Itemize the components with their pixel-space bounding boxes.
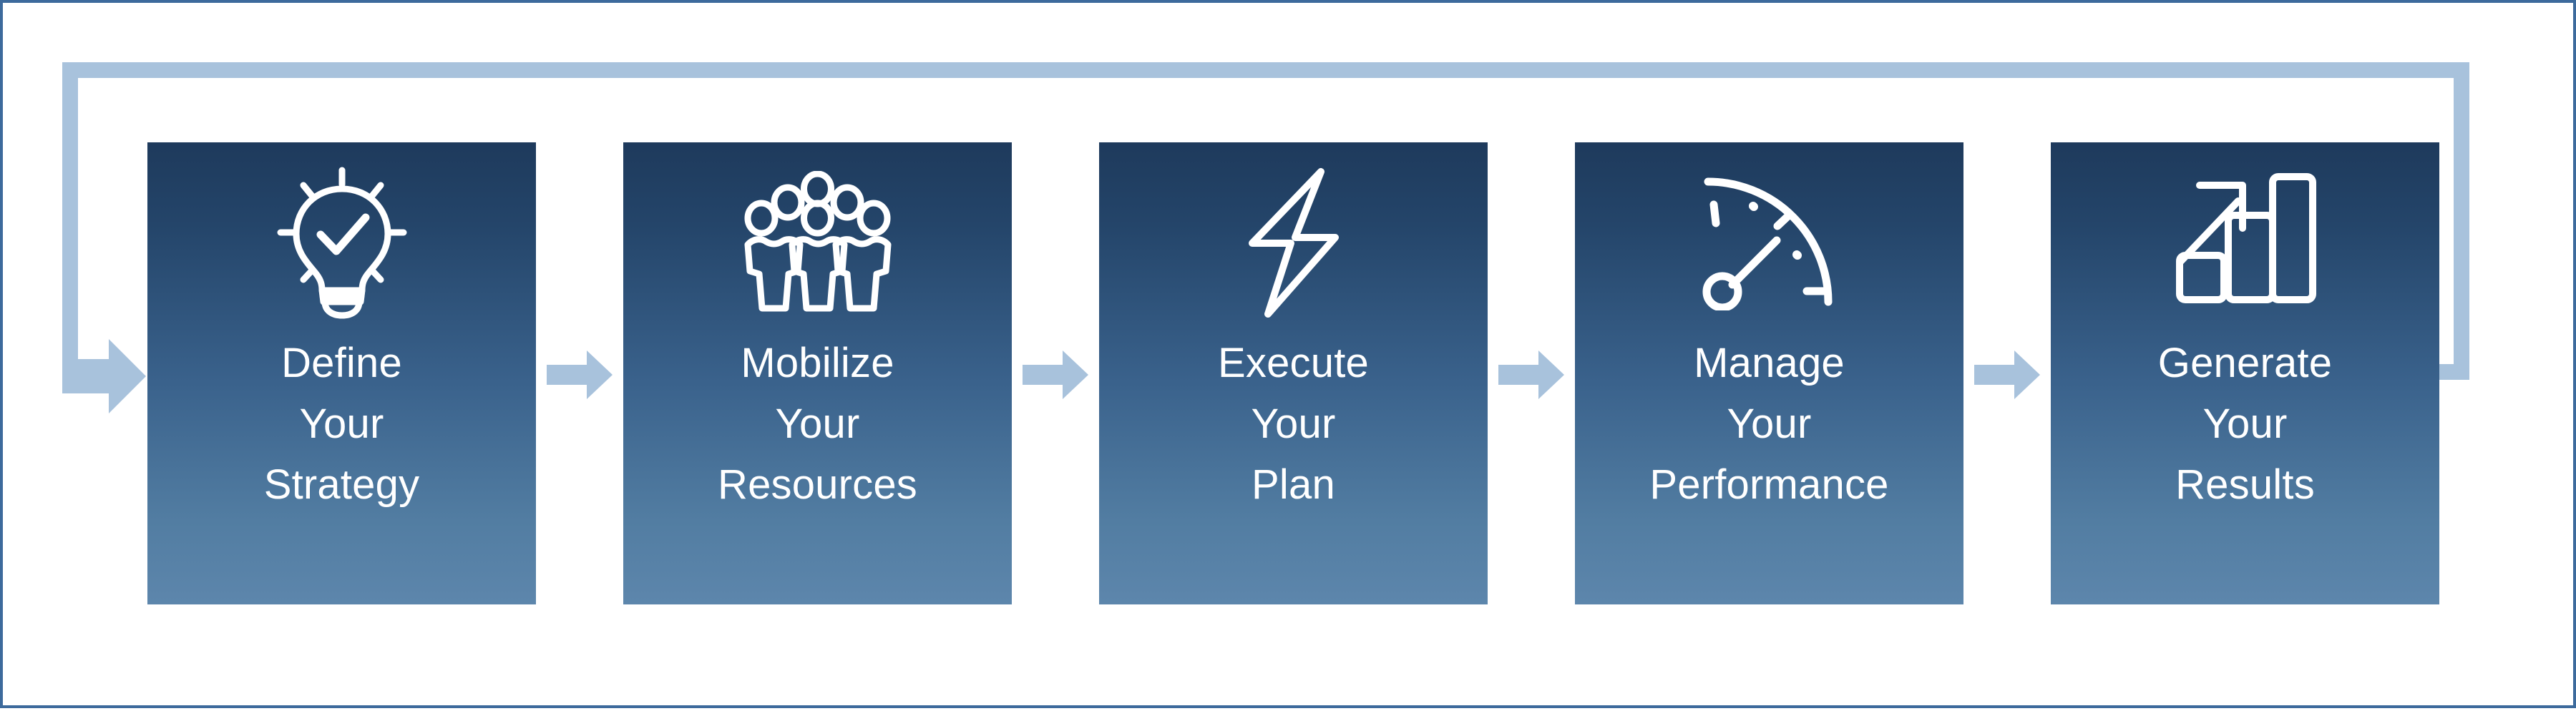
arrow-right-icon [1974, 350, 2040, 399]
step-label: Define Your Strategy [263, 340, 420, 508]
bar-chart-growth-icon [2152, 157, 2338, 328]
step-card-execute-your-plan[interactable]: Execute Your Plan [1099, 142, 1488, 604]
arrow-right-icon [1023, 350, 1088, 399]
step-label: Mobilize Your Resources [717, 340, 918, 508]
people-group-icon [725, 157, 911, 328]
connector-arrow-3 [1488, 142, 1575, 604]
arrow-right-icon [547, 350, 613, 399]
step-label: Generate Your Results [2157, 340, 2333, 508]
arrow-right-icon [1498, 350, 1564, 399]
step-card-define-your-strategy[interactable]: Define Your Strategy [147, 142, 536, 604]
step-card-generate-your-results[interactable]: Generate Your Results [2051, 142, 2439, 604]
connector-arrow-2 [1012, 142, 1099, 604]
connector-arrow-1 [536, 142, 623, 604]
lightbulb-check-icon [249, 157, 435, 328]
connector-arrow-4 [1963, 142, 2051, 604]
gauge-speedometer-icon [1677, 157, 1863, 328]
lightning-bolt-icon [1201, 157, 1387, 328]
process-steps-row: Define Your Strategy [147, 142, 2439, 604]
step-card-manage-your-performance[interactable]: Manage Your Performance [1575, 142, 1963, 604]
step-label: Manage Your Performance [1649, 340, 1889, 508]
step-card-mobilize-your-resources[interactable]: Mobilize Your Resources [623, 142, 1012, 604]
step-label: Execute Your Plan [1218, 340, 1369, 508]
